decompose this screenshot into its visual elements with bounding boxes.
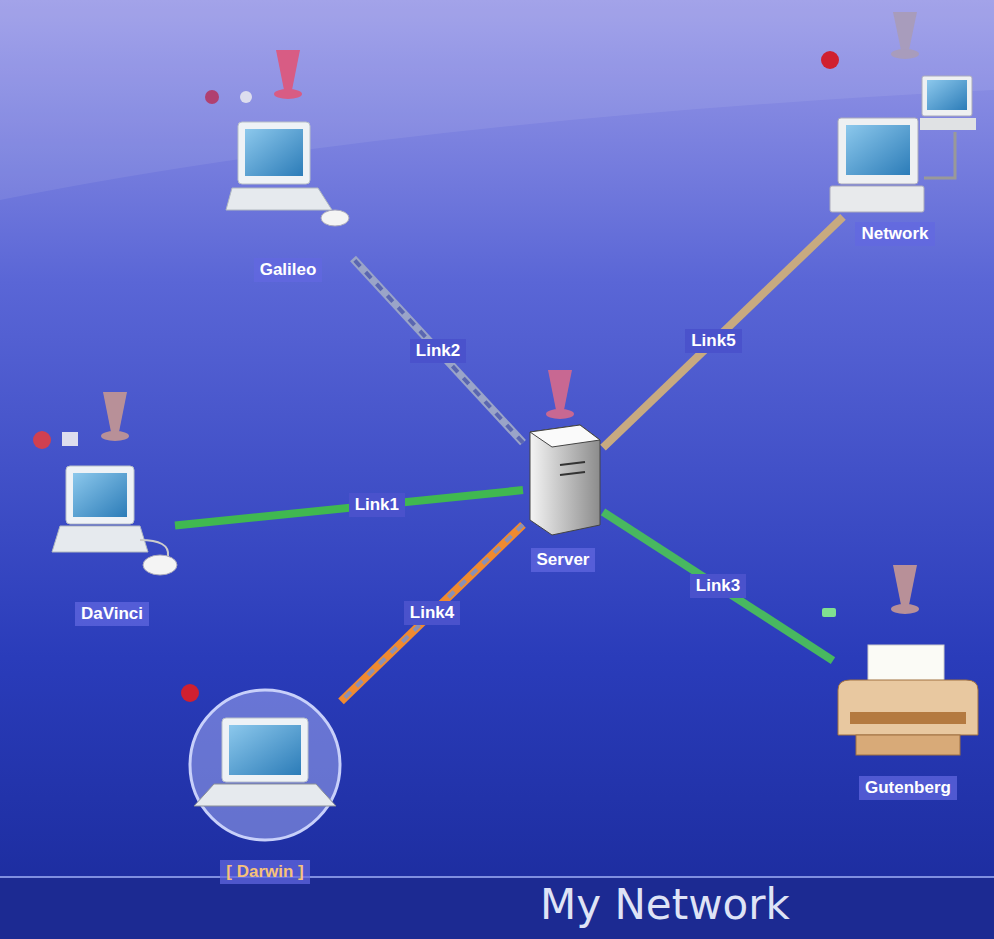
laptop-icon bbox=[33, 431, 177, 575]
device-node: Network bbox=[843, 112, 947, 246]
alert-marker bbox=[101, 12, 919, 614]
link-label: Link5 bbox=[685, 329, 741, 353]
desktop-icon bbox=[830, 76, 976, 212]
link-connector bbox=[603, 217, 843, 448]
link-label: Link4 bbox=[404, 601, 460, 625]
device-label: Server bbox=[531, 548, 596, 572]
device-label: Galileo bbox=[254, 258, 323, 282]
link-connector bbox=[603, 512, 833, 661]
diagram-title: My Network bbox=[540, 880, 790, 929]
link-label: Link3 bbox=[690, 574, 746, 598]
link-label: Link2 bbox=[410, 339, 466, 363]
device-label: DaVinci bbox=[75, 602, 149, 626]
device-node: Galileo bbox=[223, 118, 353, 282]
printer-icon bbox=[822, 608, 978, 755]
device-label: [ Darwin ] bbox=[220, 860, 309, 884]
server-icon bbox=[530, 425, 600, 535]
device-node: DaVinci bbox=[49, 462, 175, 626]
device-node: Server bbox=[523, 424, 603, 572]
device-node: Gutenberg bbox=[833, 642, 983, 800]
device-node: [ Darwin ] bbox=[189, 690, 341, 884]
link-label: Link1 bbox=[349, 493, 405, 517]
link-connector bbox=[341, 525, 523, 702]
link-connector bbox=[175, 490, 523, 525]
laptop-icon bbox=[181, 684, 340, 840]
device-label: Network bbox=[855, 222, 934, 246]
laptop-icon bbox=[205, 90, 349, 226]
device-label: Gutenberg bbox=[859, 776, 957, 800]
link-connector bbox=[353, 258, 523, 442]
